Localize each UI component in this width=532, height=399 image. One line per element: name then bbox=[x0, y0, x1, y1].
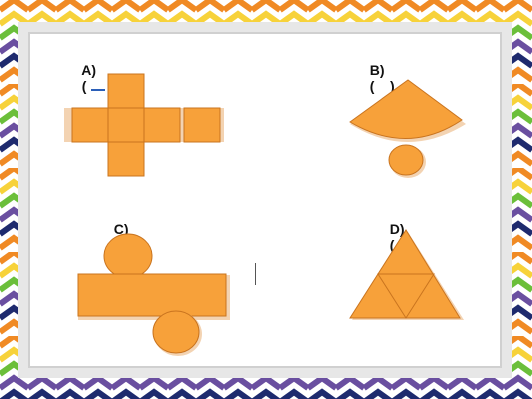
cylinder-net-shape bbox=[70, 228, 240, 363]
tetrahedron-net-shape bbox=[346, 226, 470, 326]
cone-net-shape bbox=[342, 76, 472, 186]
text-cursor bbox=[255, 263, 256, 285]
cube-net-shape bbox=[60, 68, 230, 178]
